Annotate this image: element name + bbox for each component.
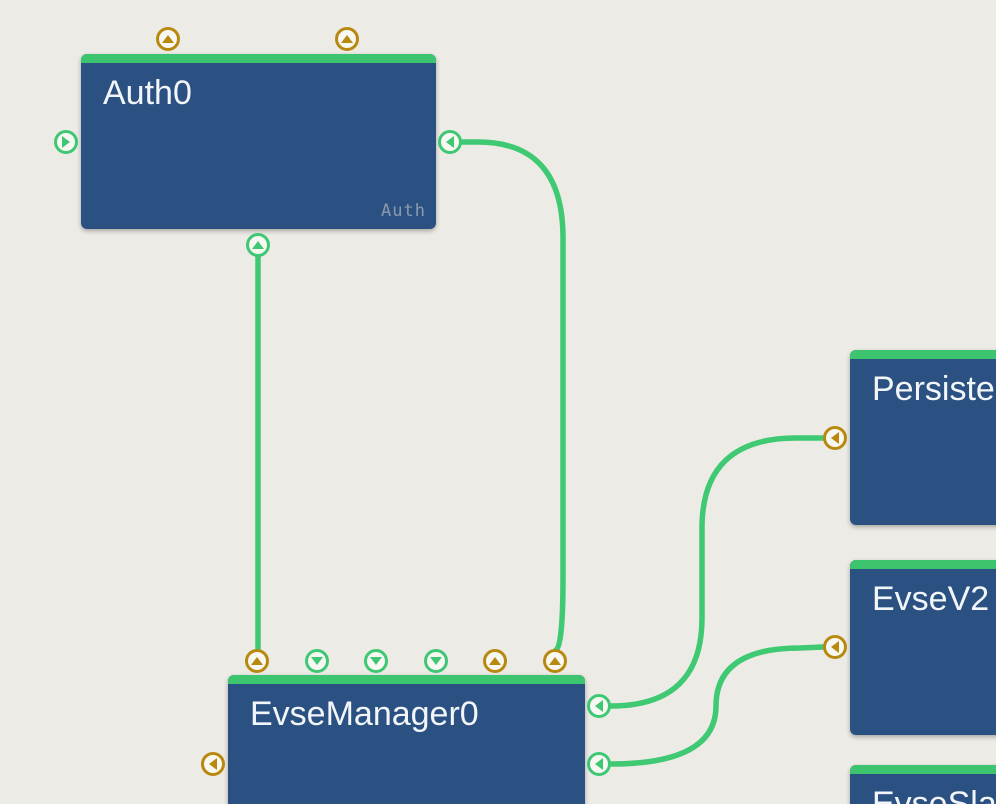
evsemanager0-top-port-4[interactable] xyxy=(424,649,448,673)
node-title: Persiste xyxy=(872,370,995,408)
evsemanager0-right-port-1[interactable] xyxy=(587,694,611,718)
evsemanager0-right-port-2[interactable] xyxy=(587,752,611,776)
node-accent-bar xyxy=(850,350,996,359)
evsev2-left-port[interactable] xyxy=(823,635,847,659)
right-arrow-icon xyxy=(62,136,70,148)
node-accent-bar xyxy=(228,675,585,684)
node-title: EvseSlac xyxy=(872,785,996,804)
node-accent-bar xyxy=(850,765,996,774)
up-arrow-icon xyxy=(251,657,263,665)
left-arrow-icon xyxy=(595,700,603,712)
auth0-top-port-1[interactable] xyxy=(156,27,180,51)
auth0-right-port[interactable] xyxy=(438,130,462,154)
left-arrow-icon xyxy=(446,136,454,148)
edge-auth0-right-to-evsemanager0-top6 xyxy=(459,139,566,653)
evsemanager0-top-port-6[interactable] xyxy=(543,649,567,673)
down-arrow-icon xyxy=(370,657,382,665)
up-arrow-icon xyxy=(549,657,561,665)
edge-evsemanager0-right1-to-persiste xyxy=(608,435,826,709)
node-evsemanager0[interactable]: EvseManager0 xyxy=(228,675,585,804)
persiste-left-port[interactable] xyxy=(823,426,847,450)
left-arrow-icon xyxy=(595,758,603,770)
down-arrow-icon xyxy=(430,657,442,665)
node-accent-bar xyxy=(850,560,996,569)
left-arrow-icon xyxy=(831,641,839,653)
edge-evsemanager0-right2-to-evsev2 xyxy=(608,644,826,767)
auth0-left-port[interactable] xyxy=(54,130,78,154)
auth0-bottom-port[interactable] xyxy=(246,233,270,257)
evsemanager0-top-port-3[interactable] xyxy=(364,649,388,673)
node-persiste[interactable]: Persiste xyxy=(850,350,996,525)
up-arrow-icon xyxy=(341,35,353,43)
auth0-top-port-2[interactable] xyxy=(335,27,359,51)
node-title: EvseManager0 xyxy=(250,695,479,733)
node-evsev2[interactable]: EvseV2 xyxy=(850,560,996,735)
evsemanager0-top-port-2[interactable] xyxy=(305,649,329,673)
node-type-label: Auth xyxy=(381,201,426,221)
node-accent-bar xyxy=(81,54,436,63)
node-title: EvseV2 xyxy=(872,580,990,618)
evsemanager0-left-port[interactable] xyxy=(201,752,225,776)
node-evseslac[interactable]: EvseSlac xyxy=(850,765,996,804)
evsemanager0-top-port-5[interactable] xyxy=(483,649,507,673)
up-arrow-icon xyxy=(162,35,174,43)
up-arrow-icon xyxy=(489,657,501,665)
up-arrow-icon xyxy=(252,241,264,249)
left-arrow-icon xyxy=(209,758,217,770)
down-arrow-icon xyxy=(311,657,323,665)
node-title: Auth0 xyxy=(103,74,192,112)
evsemanager0-top-port-1[interactable] xyxy=(245,649,269,673)
left-arrow-icon xyxy=(831,432,839,444)
node-auth0[interactable]: Auth0 Auth xyxy=(81,54,436,229)
